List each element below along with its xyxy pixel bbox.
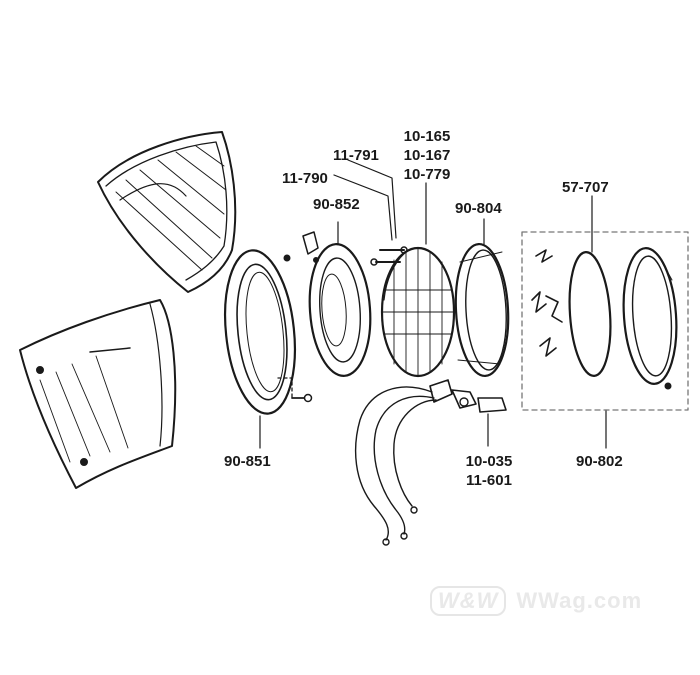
label-90-802: 90-802 xyxy=(576,453,623,470)
label-10-779: 10-779 xyxy=(403,166,451,183)
outer-rim-90-802 xyxy=(622,247,678,390)
spring-clips xyxy=(531,249,563,357)
trim-ring-90-851 xyxy=(224,249,313,415)
watermark: W&W WWag.com xyxy=(430,586,642,616)
kit-boundary-box xyxy=(521,231,689,411)
label-10-035: 10-035 xyxy=(465,453,513,470)
leader-lines xyxy=(259,159,607,449)
watermark-site: WWag.com xyxy=(516,588,643,613)
label-11-601: 11-601 xyxy=(466,472,512,489)
visor-shell xyxy=(97,131,237,293)
label-90-851: 90-851 xyxy=(224,453,271,470)
sealed-beam-lamp xyxy=(380,246,456,378)
label-10-167: 10-167 xyxy=(403,147,451,164)
label-lamp-group: 10-165 10-167 10-779 xyxy=(396,127,458,184)
label-11-790: 11-790 xyxy=(282,170,328,187)
label-90-852: 90-852 xyxy=(313,196,360,213)
lower-shroud xyxy=(19,299,177,489)
label-57-707: 57-707 xyxy=(562,179,609,196)
retaining-ring-90-804 xyxy=(454,242,510,378)
watermark-logo: W&W xyxy=(430,586,507,616)
gasket-57-707 xyxy=(568,251,612,377)
wiring-harness xyxy=(355,379,507,546)
label-90-804: 90-804 xyxy=(455,200,502,217)
label-socket-group: 10-035 11-601 xyxy=(458,452,520,490)
mounting-ring-90-852 xyxy=(302,231,372,377)
label-11-791: 11-791 xyxy=(333,147,379,164)
label-10-165: 10-165 xyxy=(403,128,451,145)
